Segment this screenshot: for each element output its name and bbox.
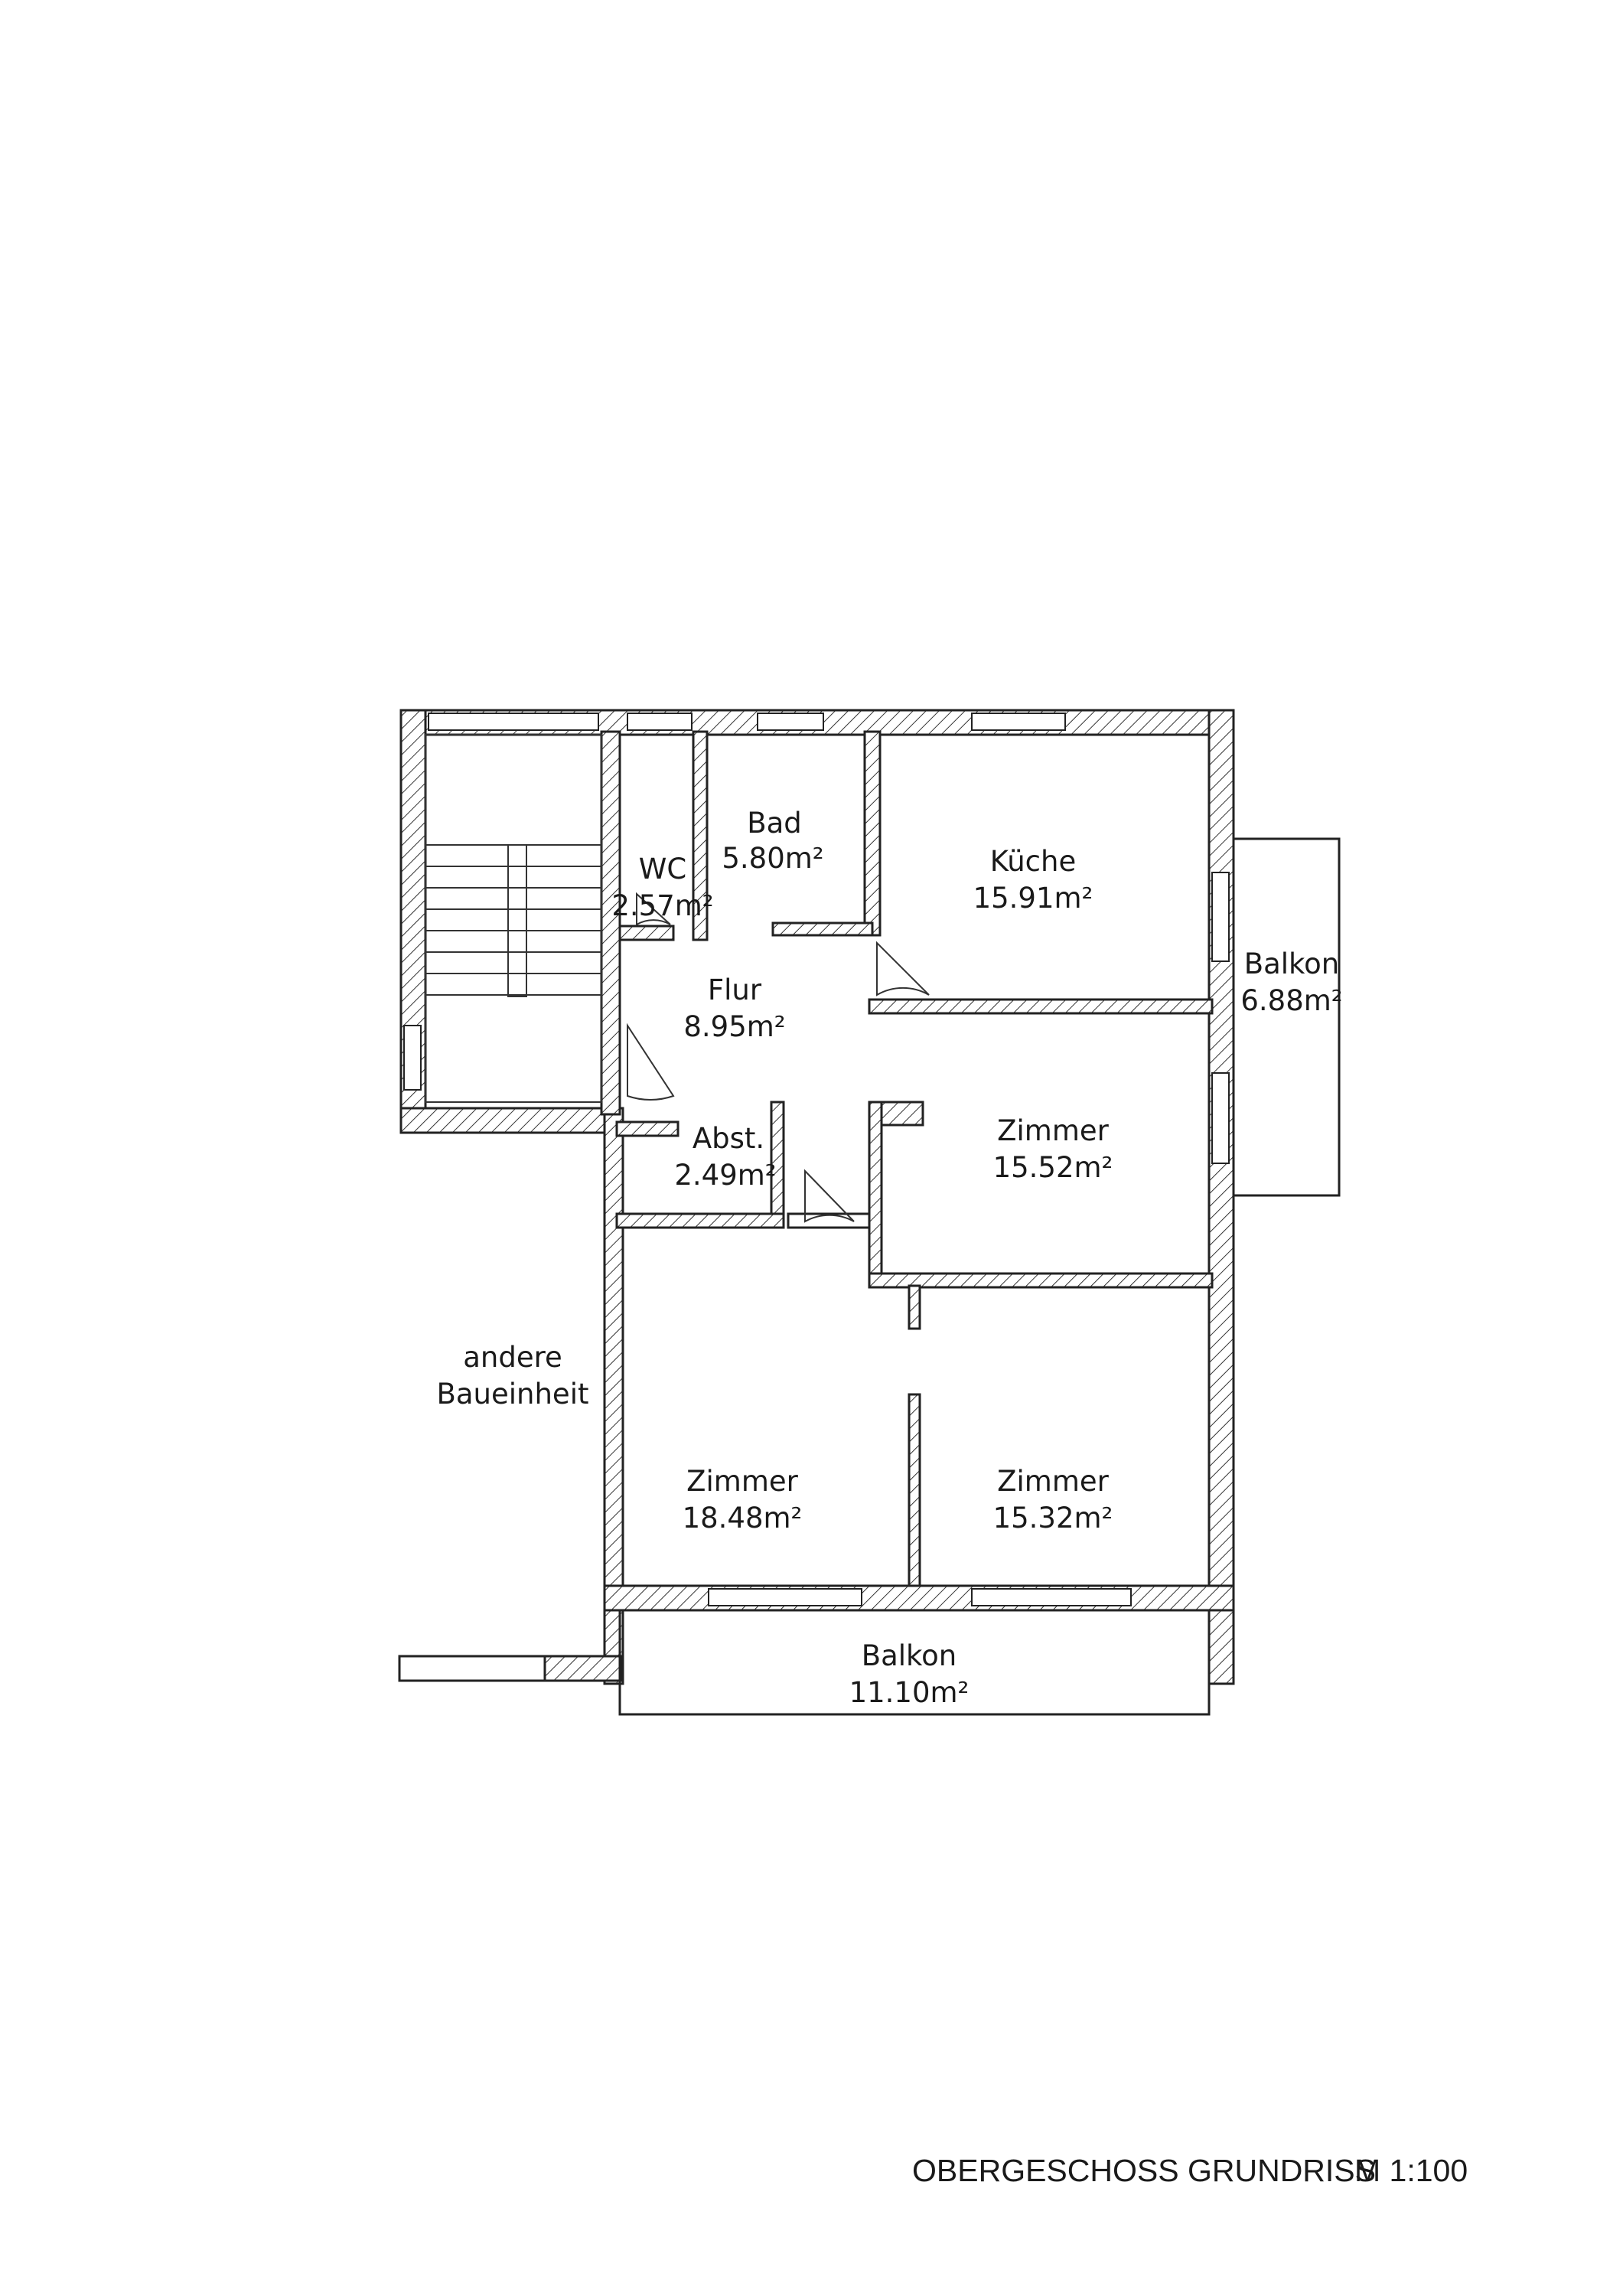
- neighbor-label-line2: Baueinheit: [436, 1378, 588, 1411]
- room-area-balkon-east: 6.88m²: [1240, 984, 1342, 1017]
- footer: OBERGESCHOSS GRUNDRISS M 1:100: [912, 2153, 1468, 2188]
- plan-title: OBERGESCHOSS GRUNDRISS: [912, 2153, 1376, 2188]
- windows: [403, 713, 1230, 1606]
- room-name-flur: Flur: [708, 974, 762, 1006]
- room-area-flur: 8.95m²: [683, 1010, 785, 1043]
- room-name-bad: Bad: [747, 807, 802, 840]
- room-area-wc: 2.57m²: [611, 889, 713, 922]
- room-name-balkon-east: Balkon: [1244, 947, 1340, 980]
- doors: [627, 892, 930, 1223]
- room-area-bad: 5.80m²: [722, 842, 823, 875]
- room-name-abst: Abst.: [693, 1122, 764, 1155]
- room-area-balkon-south: 11.10m²: [849, 1676, 970, 1709]
- room-area-abst: 2.49m²: [674, 1159, 776, 1192]
- stairs: [425, 734, 602, 1103]
- plan-scale: M 1:100: [1354, 2153, 1468, 2188]
- room-name-wc: WC: [639, 853, 686, 885]
- room-area-zimmer-1: 15.52m²: [993, 1151, 1113, 1184]
- room-name-kueche: Küche: [990, 845, 1076, 878]
- room-area-kueche: 15.91m²: [973, 882, 1093, 915]
- room-labels: Bad 5.80m² WC 2.57m² Küche 15.91m² Balko…: [436, 807, 1342, 1709]
- room-name-balkon-south: Balkon: [862, 1639, 957, 1672]
- room-name-zimmer-3: Zimmer: [997, 1465, 1109, 1498]
- room-name-zimmer-1: Zimmer: [997, 1114, 1109, 1147]
- room-area-zimmer-2: 18.48m²: [683, 1502, 803, 1534]
- room-name-zimmer-2: Zimmer: [686, 1465, 798, 1498]
- room-area-zimmer-3: 15.32m²: [993, 1502, 1113, 1534]
- neighbor-label-line1: andere: [463, 1341, 562, 1374]
- balconies: [618, 837, 1341, 1716]
- interior-walls: [600, 730, 1214, 1587]
